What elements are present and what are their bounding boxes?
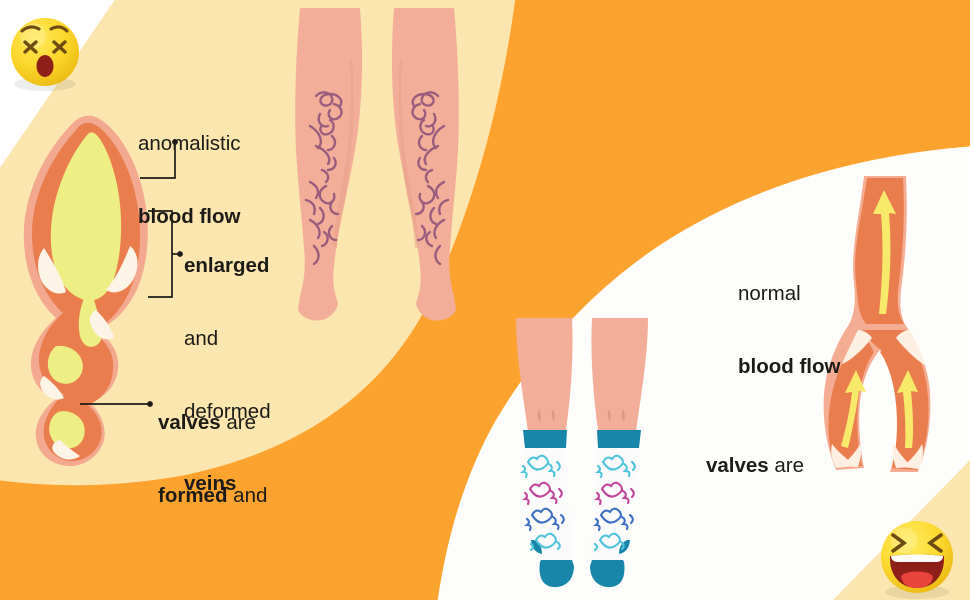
label-valves-open-line1-light: are [220,411,257,435]
label-normal-line2: blood flow [738,354,841,378]
label-anomalistic-blood-flow: anomalistic blood flow [138,84,241,278]
label-enlarged-line2: and [184,326,219,350]
label-valves-closed-line1: valves are [706,454,804,478]
leader-dot-valves-open [147,401,153,407]
varicose-vein-valve-mid [89,310,114,340]
laughing-face-closed-eyes [891,533,943,553]
healthy-vein-valve-junction-left [842,330,872,364]
label-valves-open-line2-light: and [227,483,268,507]
sock-leg-left-skin [516,318,573,432]
healthy-vein-arrow-upper [873,190,896,314]
leader-dot-enlarged [177,251,183,257]
varicose-vein-blood-lower [49,411,85,449]
leader-anomalistic-blood-flow [140,144,176,179]
healthy-vein-valve-bottom-right-2 [902,444,923,469]
varicose-leg-right-shade [398,60,419,248]
legs-with-varicose-veins [295,8,459,321]
dizzy-face-eyebrow-right [49,25,69,33]
varicose-vein-blood-upper [50,132,122,301]
label-anomalistic-line2: blood flow [138,204,241,228]
label-valves-open-line2-bold: formed [158,483,228,507]
background-white-panel-right [437,146,970,600]
dizzy-face-body [11,18,79,86]
varicose-vein-cross-section [23,115,148,467]
sock-leg-right-skin [591,318,648,432]
compression-sock-right-body [591,438,640,560]
label-valves-closed-line1-light: are [768,454,805,478]
compression-sock-right-cuff [597,430,641,448]
varicose-vein-marks-left [304,91,343,266]
compression-sock-right-toe [590,560,625,588]
laughing-face-emoji [881,521,953,599]
compression-sock-right-pattern [592,454,636,552]
label-valves-open-line1-bold: valves [158,411,221,435]
leader-dot-anomalistic [172,139,178,145]
healthy-vein-arrow-right-branch [897,370,918,448]
laughing-face-teeth [891,554,943,562]
laughing-face-tongue [901,571,933,588]
varicose-vein-blood-mid [47,345,83,384]
label-valves-formed-open: valves are formed and [158,363,267,600]
label-enlarged-line4: veins [184,472,237,496]
dizzy-face-emoji [11,18,79,91]
varicose-vein-valve-low-left [40,376,64,400]
label-valves-closed-line1-bold: valves [706,454,769,478]
label-enlarged-line1: enlarged [184,254,270,278]
varicose-vein-marks-right [411,91,450,266]
varicose-vein-valve-bottom [52,440,80,460]
label-enlarged-deformed-veins: enlarged and deformed veins [184,206,271,545]
label-anomalistic-line1: anomalistic [138,132,241,156]
label-normal-blood-flow: normal blood flow [738,234,840,428]
compression-sock-left-toe [539,560,574,588]
label-valves-open-line2: formed and [158,484,267,508]
varicose-vein-valve-right [106,246,138,293]
varicose-vein-valve-left [38,248,66,294]
compression-sock-left-pattern [519,454,565,552]
dizzy-face-mouth [36,55,54,77]
legs-with-compression-socks [516,318,648,588]
dizzy-face-eyebrow-left [20,25,41,33]
healthy-vein-arrow-left-branch [841,370,866,448]
compression-sock-left-cuff [523,430,567,448]
healthy-vein-trunk [855,178,904,324]
label-enlarged-line3: deformed [184,399,271,423]
healthy-vein-valve-bottom-right [892,444,912,468]
healthy-vein-junction [862,330,906,352]
healthy-vein-valve-bottom-left-2 [842,444,862,467]
label-valves-closed: valves are [706,406,804,575]
varicose-leg-left-shade [333,60,354,248]
label-normal-line1: normal [738,282,801,306]
compression-sock-left-heel [531,540,542,554]
label-valves-open-line1: valves are [158,411,267,435]
healthy-vein-cross-section [823,176,931,472]
background-cream-blob [0,0,516,486]
healthy-vein-valve-junction-right [896,330,926,366]
dizzy-face-x-eyes [23,40,67,54]
sock-knee-shade-marks [537,409,625,422]
